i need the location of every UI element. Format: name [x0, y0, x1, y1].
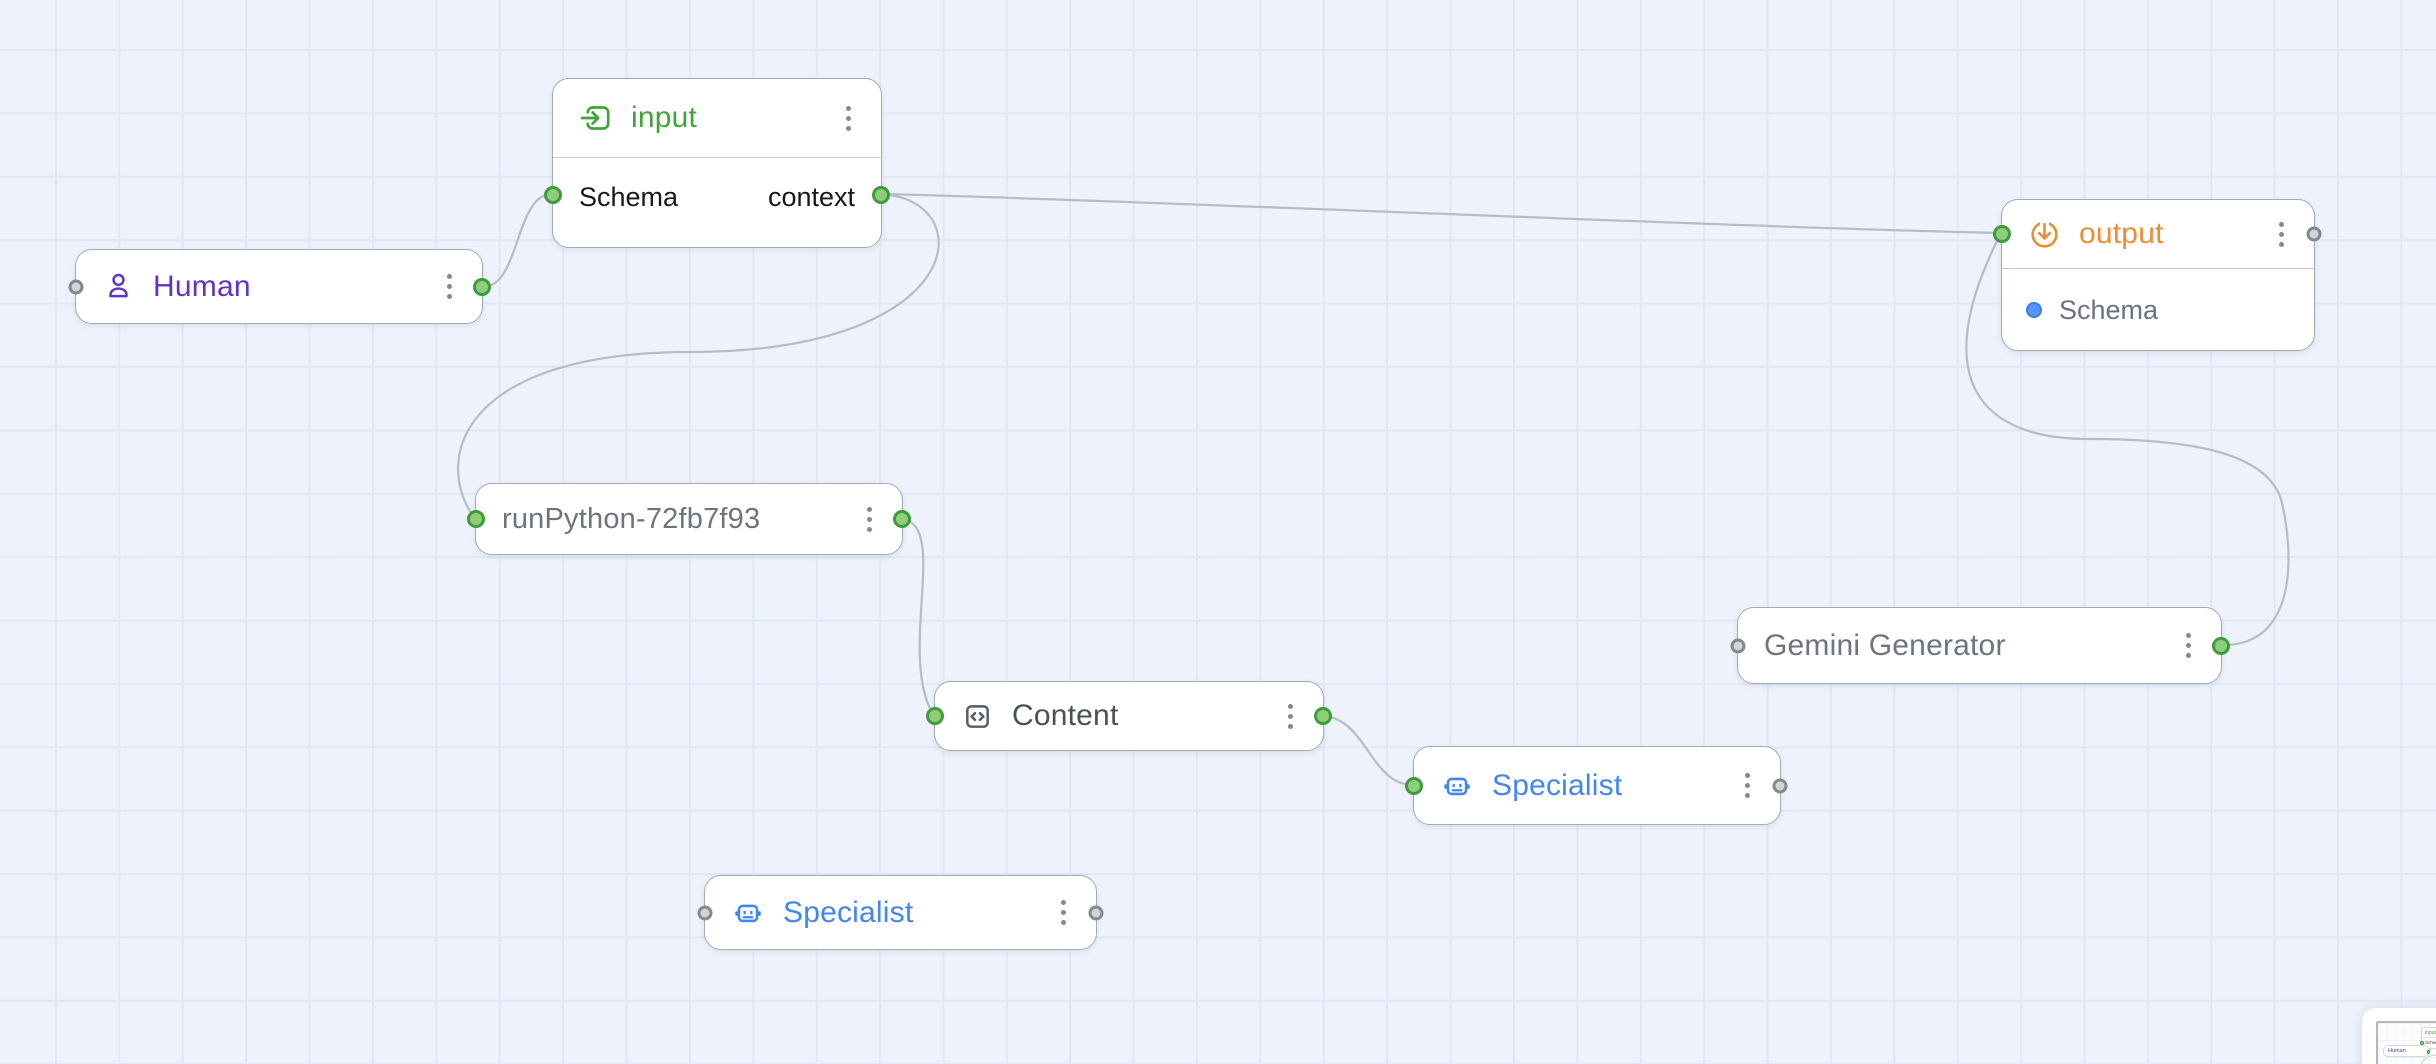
- node-gemini-generator[interactable]: Gemini Generator: [1730, 607, 2230, 684]
- node-title: Gemini Generator: [1764, 628, 2006, 662]
- node-content[interactable]: Content: [926, 681, 1332, 751]
- node-divider: [553, 157, 881, 158]
- port-specialist-b-in[interactable]: [697, 905, 713, 920]
- port-gemini-out[interactable]: [2212, 636, 2230, 655]
- edge-runpython-to-content[interactable]: [901, 517, 936, 718]
- node-output[interactable]: output Schema: [1993, 199, 2322, 351]
- node-title: input: [631, 101, 698, 134]
- node-menu-button[interactable]: [2182, 627, 2195, 664]
- edge-input-context-to-output[interactable]: [880, 192, 2003, 235]
- port-specialist-a-in[interactable]: [1405, 776, 1423, 795]
- port-input-schema[interactable]: [544, 186, 562, 204]
- node-divider: [2002, 268, 2314, 269]
- node-human[interactable]: Human: [68, 249, 491, 324]
- port-human-out[interactable]: [473, 277, 491, 296]
- field-label-schema: Schema: [2059, 294, 2159, 325]
- port-runpython-in[interactable]: [467, 510, 485, 528]
- node-specialist-a[interactable]: Specialist: [1405, 746, 1788, 825]
- bot-icon: [1444, 777, 1470, 795]
- edge-content-to-specialist[interactable]: [1322, 714, 1415, 787]
- node-title: Specialist: [783, 895, 914, 929]
- port-specialist-a-out[interactable]: [1772, 778, 1788, 793]
- minimap-viewport[interactable]: input Schema Human: [2376, 1021, 2436, 1064]
- port-input-context[interactable]: [872, 186, 890, 204]
- port-runpython-out[interactable]: [893, 510, 911, 528]
- edge-input-context-to-runpython[interactable]: [456, 192, 940, 521]
- node-title: Human: [153, 269, 251, 303]
- minimap-node-input: input Schema: [2420, 1027, 2436, 1049]
- port-content-out[interactable]: [1314, 707, 1332, 725]
- circle-arrow-down-icon: [2031, 219, 2058, 248]
- port-content-in[interactable]: [926, 707, 944, 725]
- node-specialist-b[interactable]: Specialist: [697, 875, 1104, 950]
- log-in-icon: [579, 106, 610, 130]
- minimap-node-human: Human: [2383, 1045, 2430, 1057]
- port-output-in[interactable]: [1993, 225, 2011, 243]
- node-title: runPython-72fb7f93: [502, 502, 761, 535]
- port-human-in[interactable]: [68, 279, 84, 294]
- node-menu-button[interactable]: [1057, 894, 1070, 931]
- code-icon: [966, 704, 989, 728]
- port-output-out[interactable]: [2306, 226, 2322, 242]
- port-specialist-b-out[interactable]: [1088, 905, 1104, 920]
- node-title: output: [2079, 217, 2164, 250]
- node-menu-button[interactable]: [443, 268, 456, 305]
- minimap[interactable]: input Schema Human: [2362, 1008, 2436, 1064]
- node-menu-button[interactable]: [863, 501, 876, 538]
- port-gemini-in[interactable]: [1730, 638, 1746, 653]
- user-icon: [109, 273, 128, 298]
- port-label-schema: Schema: [579, 181, 679, 212]
- node-title: Specialist: [1492, 768, 1623, 802]
- node-menu-button[interactable]: [2275, 216, 2288, 253]
- schema-type-dot: [2026, 302, 2042, 318]
- edge-human-to-input-schema[interactable]: [481, 192, 554, 289]
- port-label-context: context: [767, 181, 855, 212]
- node-menu-button[interactable]: [1284, 698, 1297, 735]
- node-title: Content: [1012, 699, 1119, 732]
- node-input[interactable]: input Schema context: [544, 78, 890, 248]
- node-menu-button[interactable]: [1741, 767, 1754, 804]
- bot-icon: [735, 904, 761, 922]
- node-runpython[interactable]: runPython-72fb7f93: [467, 483, 911, 555]
- edge-gemini-to-output[interactable]: [1965, 231, 2290, 647]
- node-menu-button[interactable]: [842, 100, 855, 137]
